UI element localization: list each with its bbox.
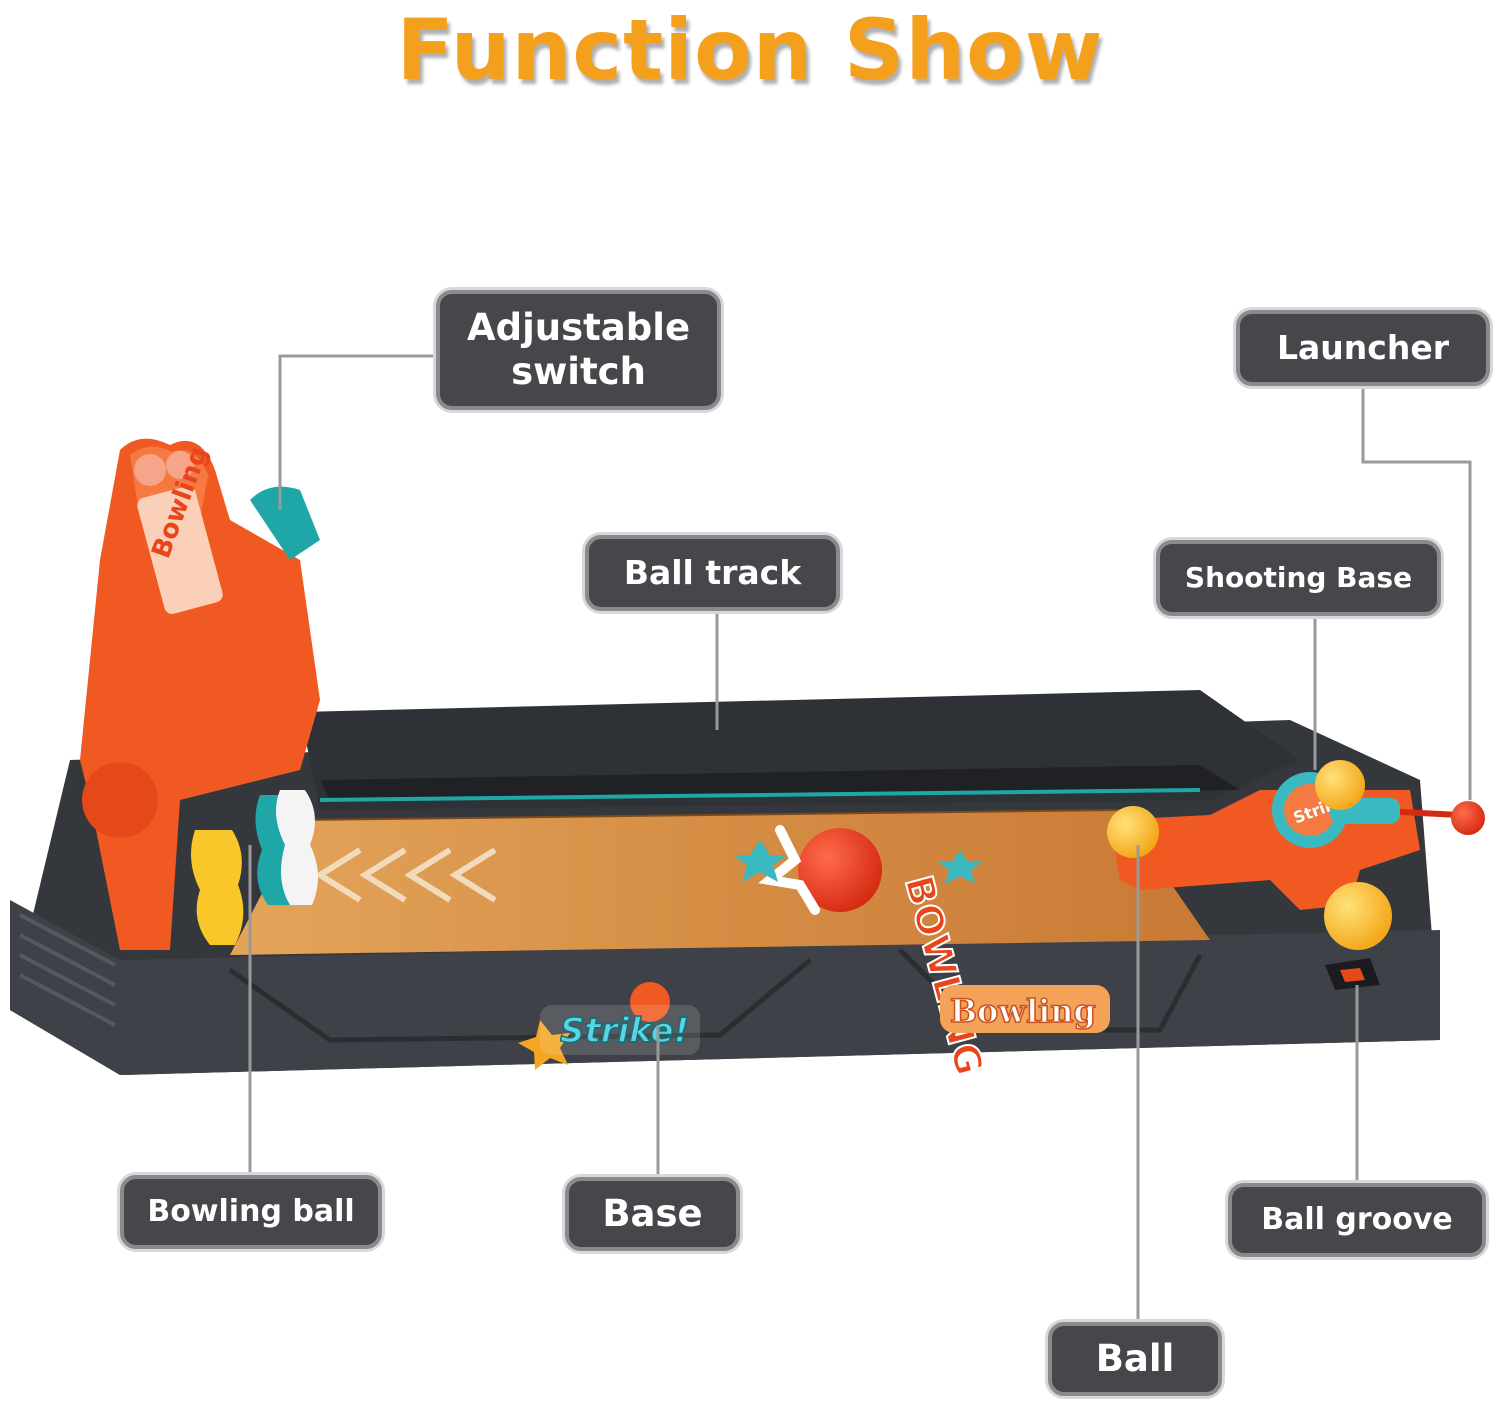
label-shooting-base: Shooting Base (1156, 540, 1441, 616)
wood-lane: BOWLING (230, 809, 1210, 1081)
svg-text:Bowling: Bowling (950, 992, 1096, 1030)
side-decal-bowling: Bowling (940, 985, 1110, 1033)
shooting-base: Strike! (1110, 772, 1485, 910)
page-title: Function Show (396, 1, 1104, 99)
ball-track-rail (300, 690, 1300, 810)
ball-1 (1107, 806, 1159, 858)
ball-3 (1324, 882, 1392, 950)
ball-2 (1315, 760, 1365, 810)
label-adjustable-switch: Adjustable switch (436, 290, 721, 410)
label-base: Base (565, 1177, 740, 1251)
label-ball: Ball (1048, 1322, 1222, 1396)
leader-lines (248, 354, 1472, 1322)
pin-deck: Bowling (80, 438, 320, 950)
label-ball-groove: Ball groove (1228, 1183, 1486, 1257)
bowling-pins (191, 790, 319, 945)
svg-text:Strike!: Strike! (560, 1011, 689, 1051)
label-launcher: Launcher (1236, 310, 1490, 386)
adjustable-switch-cup (250, 486, 320, 560)
launcher-knob (1451, 801, 1485, 835)
side-decal-strike: Strike! (518, 982, 700, 1070)
label-bowling-ball: Bowling ball (120, 1175, 382, 1249)
label-ball-track: Ball track (585, 535, 840, 611)
